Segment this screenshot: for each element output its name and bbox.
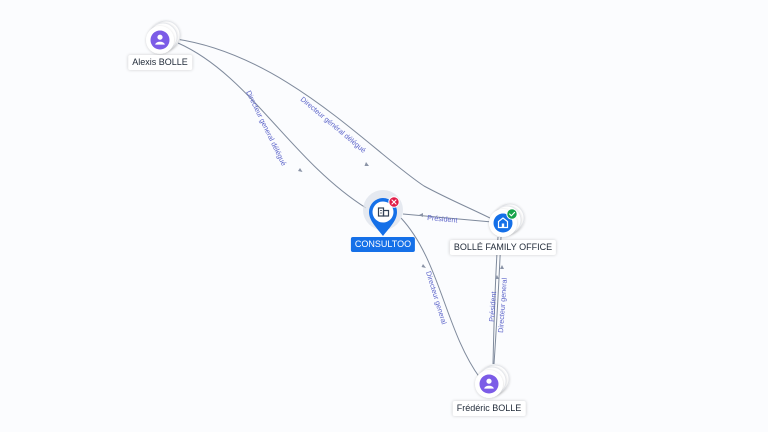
edge-label-bfo-consultoo: Président bbox=[427, 213, 458, 225]
node-consultoo[interactable] bbox=[363, 190, 403, 236]
check-badge-icon bbox=[506, 208, 518, 220]
edge-label-frederic-consultoo: Directeur general bbox=[424, 270, 449, 326]
edge-label-alexis-consultoo: Directeur general délégué bbox=[244, 89, 288, 167]
map-pin-icon bbox=[369, 198, 397, 236]
person-icon bbox=[479, 374, 499, 394]
edge-arrow bbox=[298, 168, 303, 172]
edge-bfo-consultoo[interactable] bbox=[402, 213, 493, 223]
edge-arrow bbox=[364, 162, 369, 166]
node-label-frederic-bolle[interactable]: Frédéric BOLLE bbox=[452, 401, 526, 416]
edge-label-alexis-bfo: Directeur général délégué bbox=[299, 95, 368, 155]
edge-arrow bbox=[419, 213, 423, 217]
node-label-consultoo[interactable]: CONSULTOO bbox=[350, 237, 416, 252]
close-badge-icon bbox=[388, 196, 400, 208]
edge-arrow bbox=[421, 264, 426, 268]
edge-alexis-bfo[interactable] bbox=[175, 38, 495, 221]
building-icon bbox=[377, 207, 390, 217]
edge-alexis-consultoo[interactable] bbox=[177, 42, 367, 209]
person-icon bbox=[150, 30, 170, 50]
edge-label-frederic-bfo-2: Directeur general bbox=[496, 277, 509, 333]
node-frederic-bolle[interactable] bbox=[475, 364, 510, 398]
node-bolle-family-office[interactable] bbox=[489, 203, 525, 237]
building-icon bbox=[493, 213, 513, 233]
edge-arrow bbox=[495, 275, 499, 279]
edge-arrow bbox=[500, 265, 504, 269]
node-label-alexis-bolle[interactable]: Alexis BOLLE bbox=[128, 55, 192, 70]
node-alexis-bolle[interactable] bbox=[146, 20, 181, 54]
edge-frederic-consultoo[interactable] bbox=[400, 217, 481, 379]
node-label-bolle-family-office[interactable]: BOLLÉ FAMILY OFFICE bbox=[449, 240, 557, 255]
edge-label-frederic-bfo-1: Président bbox=[487, 291, 498, 322]
